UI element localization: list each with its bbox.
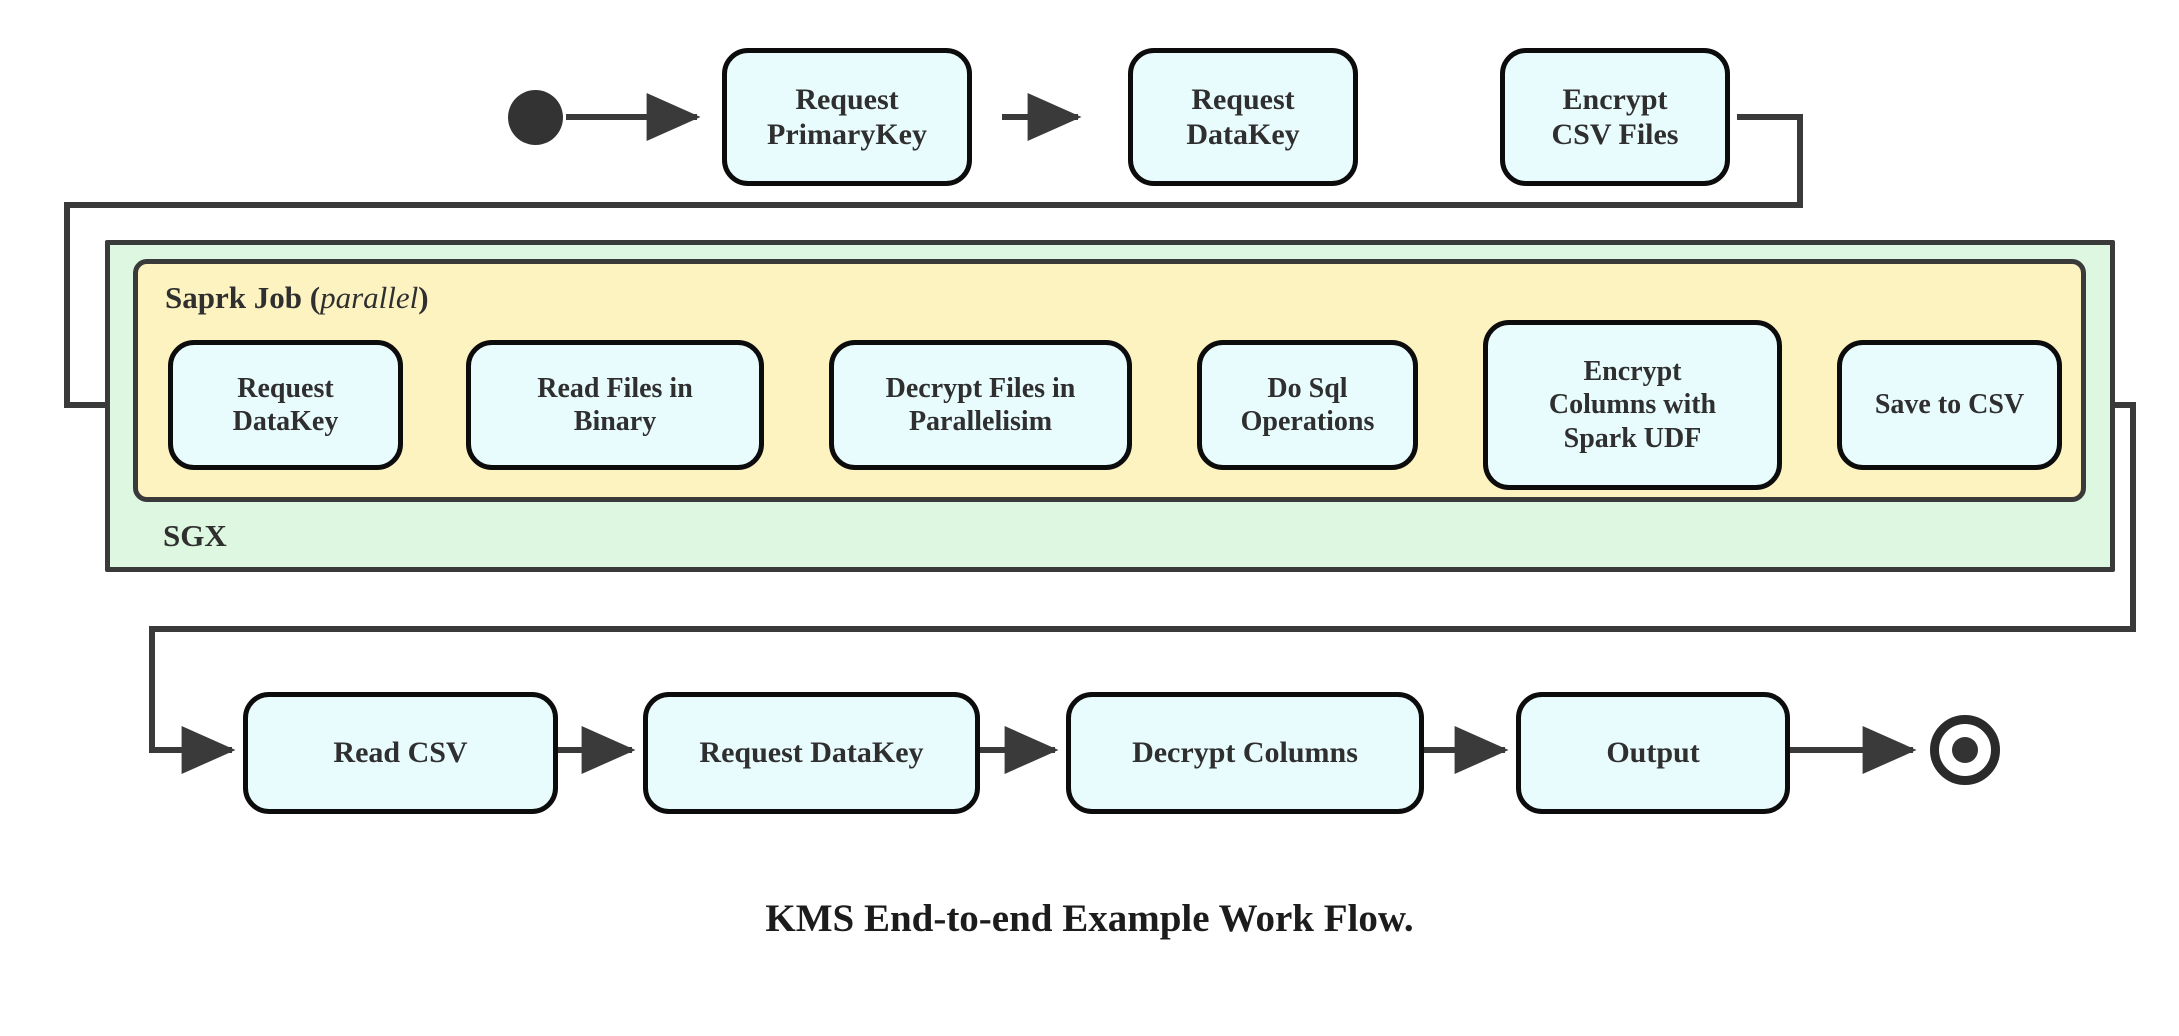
node-read-files-in-binary[interactable]: Read Files in Binary	[466, 340, 764, 470]
start-node	[508, 90, 563, 145]
group-spark-job-annotation-open: (	[309, 280, 321, 315]
node-save-to-csv[interactable]: Save to CSV	[1837, 340, 2062, 470]
node-encrypt-columns-with-spark-udf[interactable]: Encrypt Columns with Spark UDF	[1483, 320, 1782, 490]
node-encrypt-csv-files[interactable]: Encrypt CSV Files	[1500, 48, 1730, 186]
group-spark-job-annotation: parallel	[320, 280, 419, 315]
node-request-datakey-bottom[interactable]: Request DataKey	[643, 692, 980, 814]
end-node	[1930, 715, 2000, 785]
node-request-primarykey[interactable]: Request PrimaryKey	[722, 48, 972, 186]
node-request-datakey-spark[interactable]: Request DataKey	[168, 340, 403, 470]
node-output[interactable]: Output	[1516, 692, 1790, 814]
end-node-inner-dot	[1952, 737, 1978, 763]
diagram-caption: KMS End-to-end Example Work Flow.	[765, 897, 1414, 940]
group-spark-job-title: Saprk Job	[165, 280, 302, 315]
group-spark-job-label: Saprk Job (parallel)	[165, 280, 429, 316]
node-request-datakey-top[interactable]: Request DataKey	[1128, 48, 1358, 186]
node-read-csv[interactable]: Read CSV	[243, 692, 558, 814]
node-decrypt-files-in-parallelisim[interactable]: Decrypt Files in Parallelisim	[829, 340, 1132, 470]
node-decrypt-columns[interactable]: Decrypt Columns	[1066, 692, 1424, 814]
group-spark-job-annotation-close: )	[418, 280, 429, 315]
group-sgx-label: SGX	[163, 518, 227, 553]
node-do-sql-operations[interactable]: Do Sql Operations	[1197, 340, 1418, 470]
